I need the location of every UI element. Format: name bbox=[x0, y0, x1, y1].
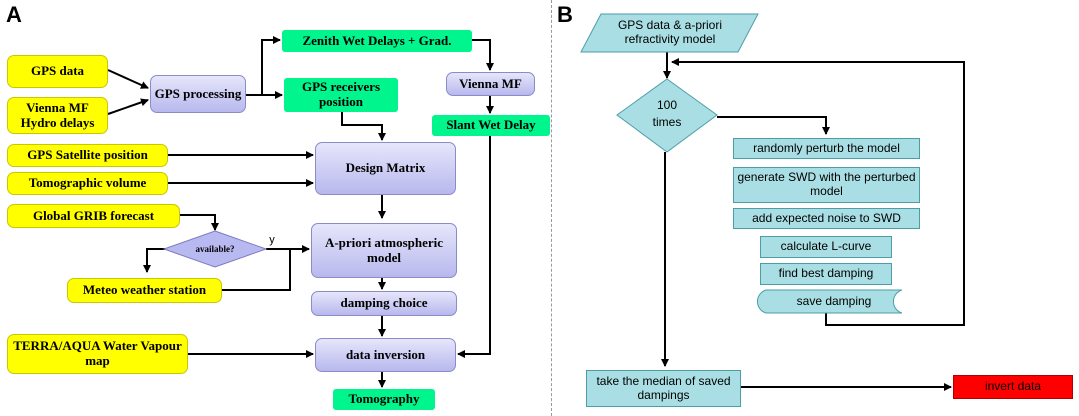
arrow-available-no-to-meteo bbox=[143, 248, 165, 273]
zenith-wet-delays-box: Zenith Wet Delays + Grad. bbox=[282, 30, 472, 52]
panel-a-letter: A bbox=[6, 2, 22, 27]
panel-divider bbox=[551, 0, 552, 416]
gps-processing-box: GPS processing bbox=[150, 75, 246, 113]
perturb-model-box: randomly perturb the model bbox=[733, 138, 920, 159]
available-yes-label: y bbox=[269, 233, 275, 246]
arrow-slant-to-inversion bbox=[457, 136, 491, 358]
gps-satellite-position-box: GPS Satellite position bbox=[7, 144, 168, 167]
arrow-hydro-to-processing bbox=[107, 98, 149, 115]
gps-apriori-input-label: GPS data & a-priori refractivity model bbox=[617, 18, 723, 46]
vienna-hydro-box: Vienna MF Hydro delays bbox=[7, 97, 108, 134]
apriori-model-box: A-priori atmospheric model bbox=[311, 223, 457, 278]
grib-forecast-box: Global GRIB forecast bbox=[7, 204, 180, 228]
invert-data-box: invert data bbox=[953, 375, 1073, 399]
gps-apriori-input-shape bbox=[580, 13, 759, 53]
arrow-loopback bbox=[671, 58, 965, 326]
terra-aqua-box: TERRA/AQUA Water Vapour map bbox=[7, 334, 188, 374]
loop-decision-diamond bbox=[616, 78, 718, 153]
gps-data-box: GPS data bbox=[7, 55, 108, 88]
generate-swd-box: generate SWD with the perturbed model bbox=[733, 167, 920, 203]
loop-unit-label: times bbox=[652, 115, 682, 130]
save-damping-label: save damping bbox=[796, 293, 872, 308]
available-decision-diamond bbox=[162, 230, 268, 268]
data-inversion-box: data inversion bbox=[315, 338, 456, 372]
arrow-processing-to-zenith bbox=[246, 36, 281, 96]
save-damping-shape bbox=[757, 289, 903, 314]
arrow-loop-to-perturb bbox=[717, 116, 830, 135]
calculate-lcurve-box: calculate L-curve bbox=[760, 236, 892, 258]
tomography-box: Tomography bbox=[333, 389, 435, 410]
gps-receivers-position-box: GPS receivers position bbox=[284, 78, 398, 112]
median-dampings-box: take the median of saved dampings bbox=[586, 370, 741, 407]
design-matrix-box: Design Matrix bbox=[315, 142, 456, 195]
arrow-gpsdata-to-processing bbox=[107, 69, 149, 89]
find-best-damping-box: find best damping bbox=[760, 263, 892, 285]
arrow-meteo-to-apriori bbox=[222, 249, 291, 291]
tomographic-volume-box: Tomographic volume bbox=[7, 172, 168, 195]
damping-choice-box: damping choice bbox=[311, 291, 457, 316]
arrow-receivers-to-design bbox=[341, 112, 386, 141]
arrow-zenith-to-viennamf bbox=[472, 39, 494, 71]
meteo-weather-station-box: Meteo weather station bbox=[67, 278, 222, 303]
available-decision-label: available? bbox=[195, 243, 235, 254]
loop-count-label: 100 bbox=[656, 98, 678, 113]
arrow-grib-to-available bbox=[180, 214, 219, 231]
vienna-mf-box: Vienna MF bbox=[446, 72, 535, 96]
slant-wet-delay-box: Slant Wet Delay bbox=[432, 115, 550, 136]
panel-b-letter: B bbox=[557, 2, 573, 27]
add-noise-box: add expected noise to SWD bbox=[733, 208, 920, 229]
